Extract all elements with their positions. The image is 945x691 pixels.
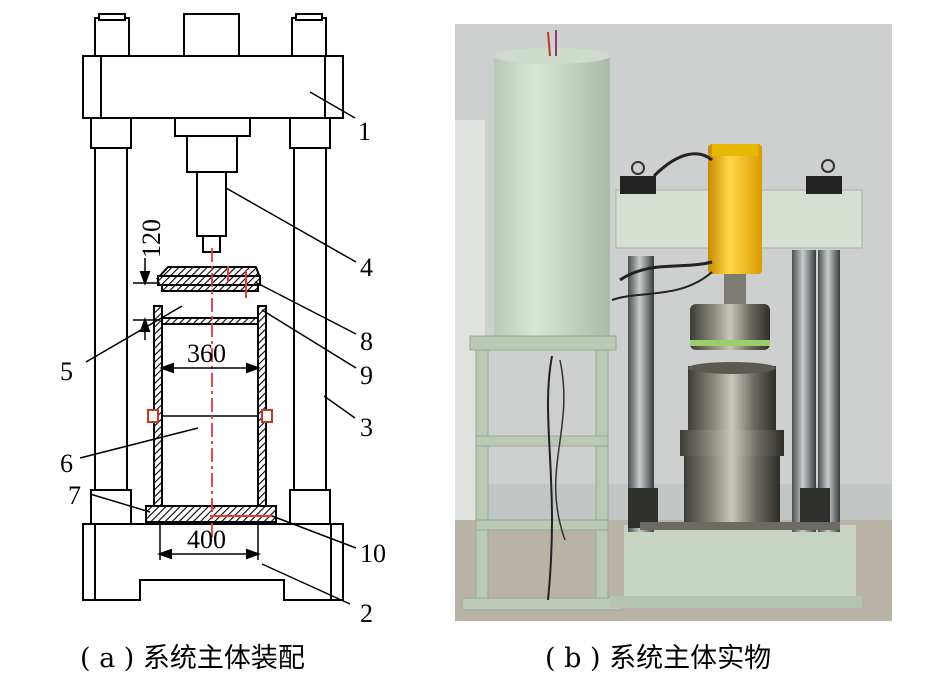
caption-panel-b: ( b ) 系统主体实物: [545, 643, 772, 674]
top-right-bolt: [291, 17, 327, 57]
assembly-drawing: [79, 13, 357, 605]
caption-panel-a: ( a ) 系统主体装配: [80, 643, 305, 674]
press-frame-photo: [610, 144, 863, 608]
callout-10: 10: [360, 539, 386, 568]
left-column: [94, 117, 128, 499]
callout-1: 1: [358, 117, 371, 146]
tank-stand: [461, 335, 623, 611]
piston-rod: [196, 171, 227, 237]
dimension-360: 360: [187, 339, 226, 368]
cylinder-head: [174, 117, 251, 137]
callout-5: 5: [60, 357, 73, 386]
mold-base-plate: [145, 505, 277, 523]
mold-barrel-right-wall: [257, 305, 267, 507]
hydraulic-cylinder: [186, 135, 238, 173]
top-center-block: [183, 13, 240, 57]
dimension-120: 120: [137, 219, 166, 258]
top-crossbeam: [82, 55, 344, 119]
accumulator-tank: [494, 54, 610, 342]
mold-piston: [161, 284, 259, 292]
callout-8: 8: [360, 327, 373, 356]
system-photo: [455, 24, 892, 621]
right-column: [293, 117, 327, 499]
dimension-400: 400: [187, 525, 226, 554]
callout-6: 6: [60, 449, 73, 478]
callout-9: 9: [360, 361, 373, 390]
callout-2: 2: [360, 599, 373, 628]
loading-head: [690, 304, 770, 350]
callout-4: 4: [360, 253, 373, 282]
callout-7: 7: [68, 481, 81, 510]
callout-3: 3: [360, 413, 373, 442]
mold-barrel-left-wall: [153, 305, 163, 507]
yellow-hydraulic-jack: [708, 144, 762, 274]
top-left-bolt: [94, 17, 130, 57]
